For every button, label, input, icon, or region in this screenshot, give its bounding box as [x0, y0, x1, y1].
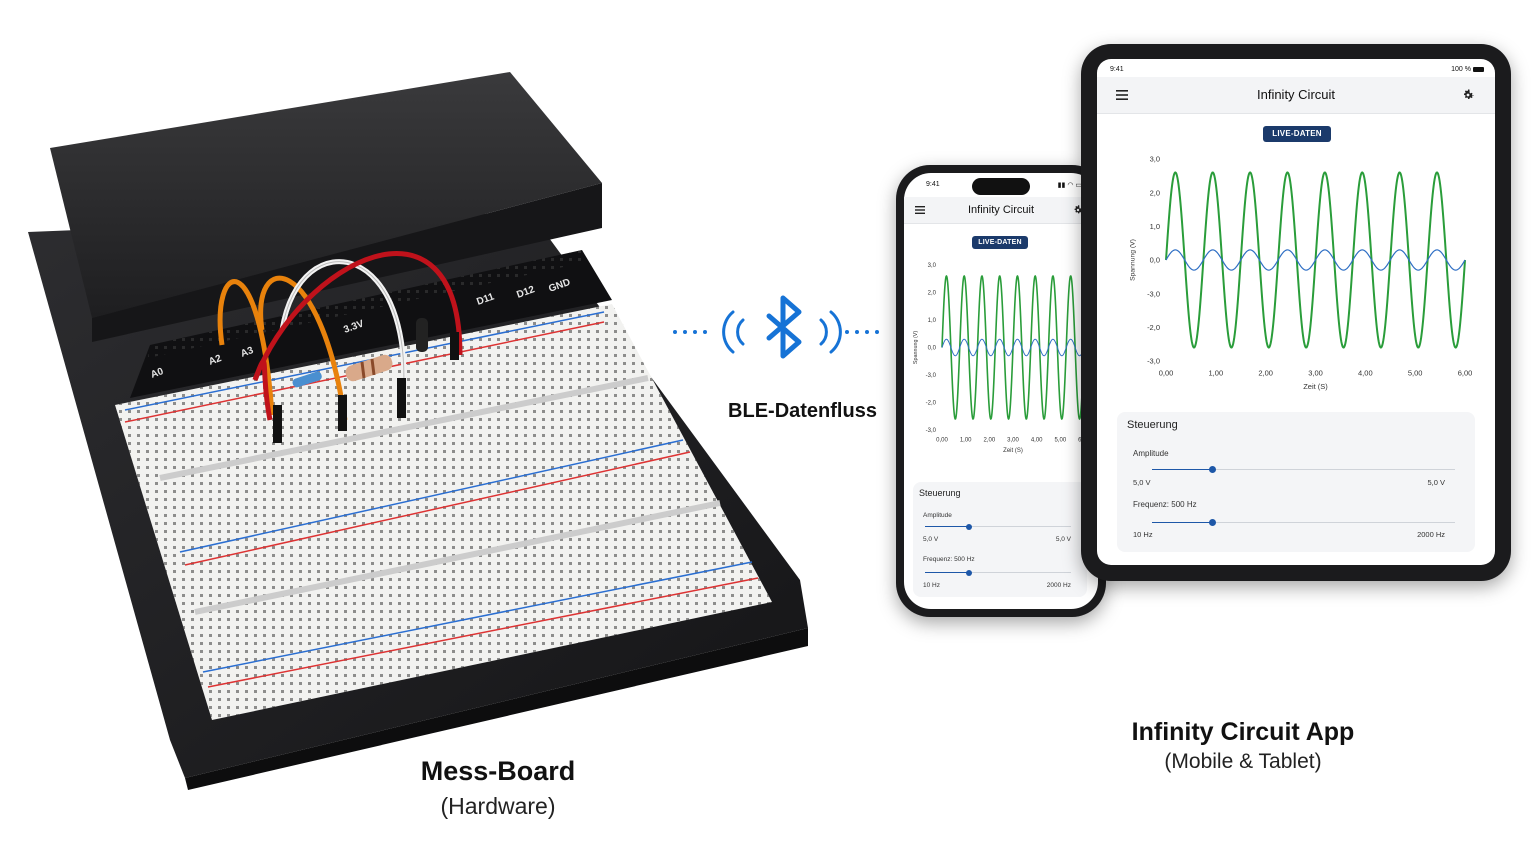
x-tick-label: 0,00	[936, 437, 948, 443]
menu-icon[interactable]	[1116, 90, 1128, 100]
tablet-app-title: Infinity Circuit	[1256, 87, 1336, 102]
tablet-chart: 3,0 2,0 1,0 0,0 -3,0 -2,0 -3,0 0,00 1,00 2,00 3,00…	[1130, 155, 1473, 391]
live-data-badge: LIVE-DATEN	[972, 236, 1028, 249]
frequency-label: Frequenz: 500 Hz	[923, 556, 975, 563]
signal-waves-icon	[722, 310, 842, 354]
amplitude-max: 5,0 V	[1055, 536, 1071, 543]
y-tick-label: 3,0	[928, 263, 937, 269]
frequency-slider[interactable]	[1152, 519, 1455, 526]
gear-icon[interactable]	[1072, 204, 1084, 216]
y-tick-label: -3,0	[1147, 357, 1160, 366]
x-axis-label: Zeit (S)	[1003, 448, 1023, 454]
ble-link	[673, 295, 879, 359]
amplitude-label: Amplitude	[1133, 449, 1169, 458]
status-icons: ▮▮ ◠ ▭	[1057, 182, 1082, 189]
y-tick-label: 1,0	[928, 318, 937, 324]
x-tick-label: 1,00	[960, 437, 972, 443]
amplitude-slider-fill	[1152, 469, 1213, 470]
y-tick-label: -3,0	[926, 373, 937, 379]
amplitude-slider[interactable]	[1152, 466, 1455, 473]
battery-icon	[1473, 67, 1484, 72]
x-tick-label: 4,00	[1358, 368, 1373, 377]
y-tick-label: -2,0	[1147, 323, 1160, 332]
x-axis-label: Zeit (S)	[1303, 382, 1328, 391]
amplitude-min: 5,0 V	[923, 536, 939, 543]
gear-icon[interactable]	[1461, 88, 1475, 102]
x-tick-label: 5,00	[1054, 437, 1066, 443]
x-tick-label: 5,00	[1408, 368, 1423, 377]
live-data-badge: LIVE-DATEN	[1263, 126, 1331, 142]
x-tick-label: 3,00	[1007, 437, 1019, 443]
frequency-slider-fill	[1152, 522, 1213, 523]
svg-text:A0: A0	[149, 366, 165, 381]
board-caption-subtitle: (Hardware)	[440, 793, 556, 819]
frequency-max: 2000 Hz	[1046, 582, 1071, 589]
menu-icon[interactable]	[915, 206, 925, 214]
x-tick-label: 6,00	[1458, 368, 1473, 377]
y-tick-label: 2,0	[928, 291, 937, 297]
svg-text:A3: A3	[239, 345, 255, 360]
board-caption-title: Mess-Board	[420, 756, 576, 786]
frequency-slider-knob[interactable]	[965, 569, 972, 576]
amplitude-min: 5,0 V	[1133, 478, 1151, 487]
frequency-slider[interactable]	[925, 569, 1071, 576]
series-line-blue	[1165, 249, 1466, 271]
x-tick-label: 1,00	[1209, 368, 1224, 377]
frequency-max: 2000 Hz	[1417, 530, 1445, 539]
frequency-min: 10 Hz	[1133, 530, 1153, 539]
ble-label: BLE-Datenfluss	[728, 400, 877, 422]
phone-status-bar: 9:41 ▮▮ ◠ ▭	[904, 173, 1098, 195]
mess-board-illustration: A0 A2 A3 3.3V D11 D12 GND	[28, 72, 808, 790]
status-time: 9:41	[926, 181, 940, 188]
amplitude-slider-fill	[925, 526, 969, 527]
y-tick-label: -3,0	[1147, 289, 1160, 298]
amplitude-slider[interactable]	[925, 523, 1071, 530]
phone-app-title: Infinity Circuit	[967, 204, 1035, 216]
app-caption-title: Infinity Circuit App	[1131, 718, 1355, 746]
x-tick-label: 0,00	[1159, 368, 1174, 377]
bluetooth-icon	[766, 295, 802, 359]
phone-app-bar: Infinity Circuit	[904, 197, 1098, 224]
controls-title: Steuerung	[919, 488, 961, 498]
frequency-slider-knob[interactable]	[1209, 519, 1217, 526]
tablet-status-bar: 9:41 100 %	[1097, 59, 1495, 81]
amplitude-label: Amplitude	[923, 512, 952, 519]
y-tick-label: -3,0	[926, 428, 937, 434]
svg-text:A2: A2	[207, 353, 223, 368]
y-tick-label: 1,0	[1150, 222, 1160, 231]
amplitude-slider-knob[interactable]	[1209, 466, 1217, 473]
tablet-screen: 9:41 100 % Infinity Circuit LIVE-DATEN 3…	[1097, 59, 1495, 565]
series-line-blue	[941, 338, 1085, 357]
dynamic-island	[972, 178, 1030, 195]
y-tick-label: 2,0	[1150, 188, 1160, 197]
board-lid	[50, 72, 602, 318]
amplitude-max: 5,0 V	[1427, 478, 1445, 487]
status-battery-text: 100 %	[1451, 66, 1471, 73]
controls-title: Steuerung	[1127, 419, 1178, 431]
x-tick-label: 3,00	[1308, 368, 1323, 377]
app-caption-subtitle: (Mobile & Tablet)	[1164, 750, 1322, 773]
status-time: 9:41	[1110, 66, 1124, 73]
x-tick-label: 4,00	[1031, 437, 1043, 443]
y-tick-label: -2,0	[926, 401, 937, 407]
tablet-app-bar: Infinity Circuit	[1097, 77, 1495, 114]
phone-screen: 9:41 ▮▮ ◠ ▭ Infinity Circuit LIVE-DATEN …	[904, 173, 1098, 609]
tablet-controls-panel: Steuerung Amplitude 5,0 V 5,0 V Frequenz…	[1117, 412, 1475, 552]
amplitude-slider-knob[interactable]	[965, 523, 972, 530]
x-tick-label: 2,00	[1258, 368, 1273, 377]
frequency-min: 10 Hz	[923, 582, 940, 589]
frequency-slider-fill	[925, 572, 969, 573]
y-tick-label: 3,0	[1150, 155, 1160, 164]
x-tick-label: 2,00	[983, 437, 995, 443]
y-axis-label: Spannung (V)	[913, 331, 919, 364]
y-tick-label: 0,0	[928, 346, 937, 352]
phone-controls-panel: Steuerung Amplitude 5,0 V 5,0 V Frequenz…	[913, 482, 1087, 597]
frequency-label: Frequenz: 500 Hz	[1133, 500, 1197, 509]
y-tick-label: 0,0	[1150, 256, 1160, 265]
y-axis-label: Spannung (V)	[1130, 239, 1137, 281]
phone-chart: 3,0 2,0 1,0 0,0 -3,0 -2,0 -3,0 0,00 1,00 2,00 3,00…	[913, 263, 1091, 454]
